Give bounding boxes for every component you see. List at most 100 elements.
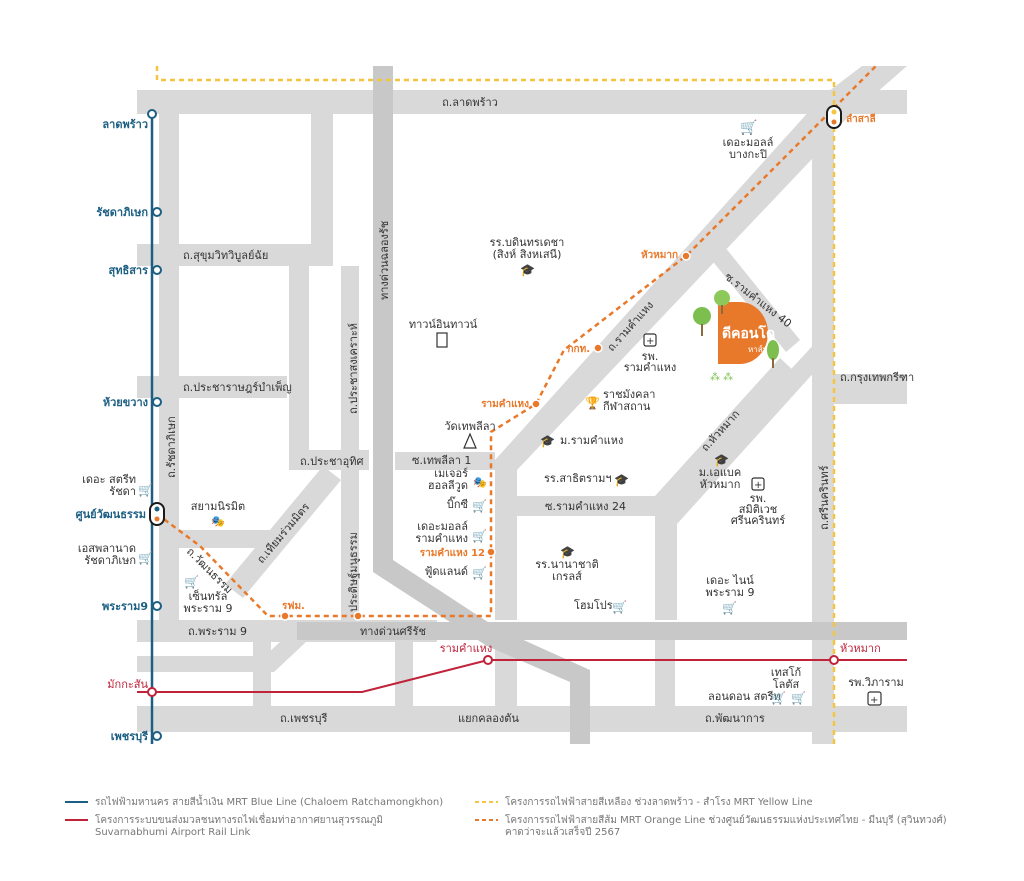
interchange-lam-sali — [826, 105, 842, 129]
blue-station-ratchadaphisek — [152, 207, 162, 217]
red-stations — [147, 655, 839, 697]
hospital-cross: + — [870, 695, 878, 706]
poi-label: เดอะมอลล์ — [723, 136, 774, 149]
orange-label-rfm: รฟม. — [282, 600, 305, 612]
blue-label-cultural-centre: ศูนย์วัฒนธรรม — [76, 508, 146, 522]
poi-hospital-ramkhamhaeng: + รพ. รามคำแหง — [624, 333, 676, 374]
road-soi-ramkhamhaeng-40 — [702, 236, 800, 352]
blue-label-ratchadaphisek: รัชดาภิเษก — [96, 206, 148, 219]
poi-label: สมิติเวช — [739, 503, 778, 516]
blue-label-huai-khwang: ห้วยขวาง — [103, 396, 148, 409]
interchange-lam-sali-dot-orange — [831, 119, 837, 125]
poi-label: รร.บดินทรเดชา — [490, 236, 565, 249]
road-soi-thep-lila-1 — [395, 452, 495, 470]
school-icon: 🎓 — [714, 453, 729, 467]
poi-label: ฮอลลีวูด — [428, 479, 468, 492]
hospital-icon — [867, 691, 882, 706]
cart-icon: 🛒 — [740, 119, 757, 136]
road-ratchadaphisek — [159, 114, 179, 624]
poi-label: เอสพลานาด — [78, 542, 136, 555]
poi-label: พระราม 9 — [706, 586, 755, 599]
poi-nanachat: 🎓 รร.นานาชาติ เกรลส์ — [535, 545, 599, 583]
road-krungthep-kritha — [834, 374, 907, 404]
expressways — [297, 66, 907, 744]
poi-label: โฮมโปร — [574, 598, 613, 612]
road-label-khlong-tan: แยกคลองตัน — [458, 712, 519, 725]
theater-icon: 🎭 — [473, 476, 487, 489]
poi-label: ทาวน์อินทาวน์ — [409, 318, 478, 331]
poi-siam-niramit: สยามนิรมิต 🎭 — [191, 500, 245, 528]
poi-abac-hua-mak: 🎓 ม.เอแบค หัวหมาก — [699, 453, 742, 491]
cart-icon: 🛒 — [771, 691, 786, 705]
poi-london-street: ลอนดอน สตรีท 🛒 — [708, 690, 786, 705]
interchange-cultural-centre — [149, 502, 165, 526]
poi-sathit: รร.สาธิตรามฯ 🎓 — [544, 472, 629, 487]
poi-label: ม.เอแบค — [699, 466, 742, 479]
poi-label: สยามนิรมิต — [191, 500, 245, 513]
red-station-ramkhamhaeng — [483, 655, 493, 665]
poi-label: รพ.วิภาราม — [848, 676, 904, 689]
expressway-chalong-rat — [373, 66, 590, 744]
road-label-lat-phrao: ถ.ลาดพร้าว — [442, 96, 498, 109]
poi-label: พระราม 9 — [184, 602, 233, 615]
road-khlong-tan-connector — [495, 640, 517, 732]
tree-icon — [693, 307, 711, 325]
red-station-makkasan — [147, 687, 157, 697]
poi-label: เดอะ ไนน์ — [706, 574, 754, 587]
school-icon: 🎓 — [560, 545, 575, 559]
hospital-cross: + — [646, 336, 654, 347]
poi-label: รพ. — [750, 492, 767, 505]
poi-foodland: ฟู้ดแลนด์ 🛒 — [425, 565, 487, 580]
poi-label: ลอนดอน สตรีท — [708, 690, 781, 703]
legend-red-text-en: Suvarnabhumi Airport Rail Link — [95, 827, 251, 838]
road-pracha-uthit-vertical — [289, 266, 309, 470]
poi-label: ศรีนครินทร์ — [731, 514, 785, 527]
grass-icon: ⁂ ⁂ — [710, 371, 733, 383]
poi-bodindecha: รร.บดินทรเดชา (สิงห์ สิงหเสนี) 🎓 — [490, 236, 565, 277]
road-phatthanakan-connector — [655, 640, 675, 732]
road-wattanatham — [179, 530, 279, 548]
yellow-line-route — [155, 66, 836, 744]
interchange-cultural-dot-orange — [154, 516, 160, 522]
poi-big-c: บิ๊กซี 🛒 — [447, 496, 487, 513]
road-label-srirat-expressway: ทางด่วนศรีรัช — [360, 625, 426, 638]
hospital-icon — [643, 333, 657, 347]
orange-station-kor-kor-tor — [593, 343, 603, 353]
orange-station-ramkhamhaeng — [531, 399, 541, 409]
building-icon — [436, 332, 448, 348]
map-legend: รถไฟฟ้ามหานคร สายสีน้ำเงิน MRT Blue Line… — [65, 794, 947, 838]
poi-label: วัดเทพลีลา — [444, 420, 495, 433]
school-icon: 🎓 — [614, 473, 629, 487]
road-phetchaburi — [137, 706, 907, 732]
poi-vibharam: รพ.วิภาราม + — [848, 676, 904, 706]
legend-red-text: โครงการระบบขนส่งมวลชนทางรถไฟเชื่อมท่าอาก… — [95, 812, 383, 826]
poi-homepro: โฮมโปร 🛒 — [574, 598, 627, 614]
blue-label-sutthisan: สุทธิสาร — [109, 264, 149, 278]
road-label-pracha-songkhro: ถ.ประชาสงเคราะห์ — [347, 323, 360, 414]
poi-label: ฟู้ดแลนด์ — [425, 565, 468, 578]
expressway-srirat — [297, 622, 907, 640]
orange-label-kor-kor-tor: กกท. — [568, 344, 591, 355]
orange-label-ramkhamhaeng: รามคำแหง — [481, 398, 529, 410]
cart-icon: 🛒 — [472, 529, 487, 543]
road-label-pracha-uthit: ถ.ประชาอุทิศ — [300, 455, 363, 468]
poi-samitivej: + รพ. สมิติเวช ศรีนครินทร์ — [731, 477, 785, 527]
poi-label: ม.รามคำแหง — [560, 434, 623, 447]
orange-stations — [280, 251, 691, 621]
road-hua-mak — [655, 340, 818, 620]
orange-station-rfm — [280, 611, 290, 621]
orange-label-ramkhamhaeng-12: รามคำแหง 12 — [420, 547, 485, 559]
poi-label: รร.สาธิตรามฯ — [544, 472, 612, 485]
poi-label: บิ๊กซี — [447, 496, 469, 511]
road-label-sukhonthasawat: ถ.สุขุมวิทวิบูลย์ฉัย — [183, 249, 268, 262]
poi-street-ratchada: เดอะ สตรีท รัชดา 🛒 — [82, 473, 153, 498]
orange-station-ramkhamhaeng-12 — [486, 547, 496, 557]
poi-label: รัชดาภิเษก — [84, 554, 136, 567]
red-label-ramkhamhaeng: รามคำแหง — [440, 642, 493, 655]
road-label-ratchadaphisek: ถ.รัชดาภิเษก — [165, 416, 178, 478]
road-network — [137, 66, 907, 744]
road-label-phetchaburi: ถ.เพชรบุรี — [280, 712, 328, 725]
poi-label: รพ. — [642, 350, 659, 363]
cart-icon: 🛒 — [138, 483, 153, 497]
orange-line-route — [156, 65, 877, 618]
